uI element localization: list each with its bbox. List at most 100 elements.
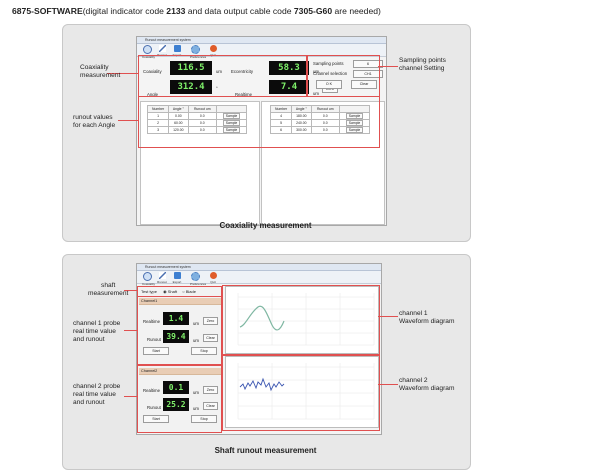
window-titlebar: Runout measurement system xyxy=(137,264,381,271)
probe-icon xyxy=(158,272,166,279)
ch1-clear-button[interactable]: Clear xyxy=(203,334,218,342)
annotation-line xyxy=(378,316,398,317)
channel-selection-label: Channel selection xyxy=(313,71,348,76)
table-row: 5 240.00 0.0 Sample xyxy=(269,119,370,127)
shaft-radio[interactable]: ◉ Shaft xyxy=(163,289,178,294)
realtime-label: Realtime xyxy=(235,92,252,97)
unit-label: um xyxy=(193,406,199,411)
ch2-zero-button[interactable]: Zero xyxy=(203,386,218,394)
software-code: 6875-SOFTWARE xyxy=(12,6,83,16)
radio-label: Blade xyxy=(185,289,196,294)
toolbar-preferences-button[interactable]: Preferences xyxy=(190,45,206,59)
sample-button[interactable]: Sample xyxy=(222,127,241,133)
ch1-stop-button[interactable]: Stop xyxy=(191,347,217,355)
toolbar-label: Preferences xyxy=(190,282,207,286)
ch1-realtime-display: 1.4 xyxy=(163,312,189,325)
realtime-label: Realtime xyxy=(143,319,160,324)
window-titlebar: Runout measurement system xyxy=(137,37,386,44)
target-icon xyxy=(142,272,152,281)
ch2-clear-button[interactable]: Clear xyxy=(203,402,218,410)
highlight-channel1 xyxy=(137,296,222,365)
toolbar-label: Preferences xyxy=(190,55,207,59)
sample-button[interactable]: Sample xyxy=(345,127,364,133)
cell-runout: 0.0 xyxy=(187,126,218,134)
header-text: and data output cable code xyxy=(185,6,294,16)
header-text: are needed) xyxy=(332,6,381,16)
power-icon xyxy=(209,45,217,52)
export-icon xyxy=(173,45,181,52)
cell-angle: 120.00 xyxy=(168,126,189,134)
sampling-points-label: Sampling points xyxy=(313,61,344,66)
toolbar-preferences-button[interactable]: Preferences xyxy=(190,272,206,286)
cell-angle: 300.00 xyxy=(291,126,312,134)
ch2-start-button[interactable]: Start xyxy=(143,415,169,423)
channel1-waveform-svg xyxy=(237,293,375,346)
toolbar-export-button[interactable]: Export xyxy=(172,272,182,284)
cable-code: 7305-G60 xyxy=(293,6,333,16)
annotation-line xyxy=(378,66,398,67)
ch1-runout-display: 39.4 xyxy=(163,330,189,343)
blade-radio[interactable]: ○ Blade xyxy=(182,289,196,294)
toolbar-coaxiality-button[interactable]: Coaxiality xyxy=(142,45,156,59)
window-toolbar: Coaxiality Runout Export Preferences Qui… xyxy=(137,271,381,286)
highlight-runout-table xyxy=(138,96,380,148)
annotation-ch2-waveform: channel 2 Waveform diagram xyxy=(399,377,455,393)
toolbar-runout-button[interactable]: Runout xyxy=(157,272,167,284)
sample-button-cell: Sample xyxy=(339,126,370,134)
runout-table-right-panel: Number Angle ° Runout um 4 180.00 0.0 Sa… xyxy=(261,101,385,225)
toolbar-quit-button[interactable]: Quit xyxy=(208,272,218,284)
ch2-stop-button[interactable]: Stop xyxy=(191,415,217,423)
table-row: 3 120.00 0.0 Sample xyxy=(146,126,247,134)
annotation-line xyxy=(378,384,398,385)
highlight-ch1-waveform xyxy=(222,285,380,355)
ch1-start-button[interactable]: Start xyxy=(143,347,169,355)
test-type-label: Test type xyxy=(141,289,158,294)
ch2-runout-display: 25.2 xyxy=(163,398,189,411)
realtime-display: 7.4 xyxy=(269,80,309,94)
annotation-line xyxy=(107,73,138,74)
toolbar-label: Quit xyxy=(210,280,216,284)
annotation-ch1-probe: channel 1 probe real time value and runo… xyxy=(73,320,121,344)
caption-coaxiality: Coaxiality measurement xyxy=(219,221,312,230)
sample-button[interactable]: Sample xyxy=(345,113,364,119)
unit-label: um xyxy=(313,69,319,74)
annotation-ch2-probe: channel 2 probe real time value and runo… xyxy=(73,383,121,407)
sample-button[interactable]: Sample xyxy=(222,113,241,119)
annotation-runout-values: runout values for each Angle xyxy=(73,114,116,130)
toolbar-coaxiality-button[interactable]: Coaxiality xyxy=(142,272,156,286)
sample-button[interactable]: Sample xyxy=(345,120,364,126)
annotation-sampling: Sampling points channel Setting xyxy=(399,57,446,73)
eccentricity-display: 58.3 xyxy=(269,61,309,75)
degree-unit: ° xyxy=(216,86,218,91)
annotation-coaxiality: Coaxiality measurement xyxy=(80,64,121,80)
channel-select[interactable]: CH1 xyxy=(353,70,383,78)
sample-button-cell: Sample xyxy=(216,126,247,134)
caption-shaft: Shaft runout measurement xyxy=(214,446,317,455)
channel2-waveform-line xyxy=(239,377,285,392)
sampling-points-input[interactable]: 6 xyxy=(353,60,383,68)
realtime-label: Realtime xyxy=(143,388,160,393)
ch1-zero-button[interactable]: Zero xyxy=(203,317,218,325)
sample-button[interactable]: Sample xyxy=(222,120,241,126)
probe-icon xyxy=(158,45,166,52)
table-header-row: Number Angle ° Runout um xyxy=(269,105,370,113)
annotation-line xyxy=(124,290,137,291)
cell-runout: 0.0 xyxy=(310,126,341,134)
runout-label: Runout xyxy=(147,405,161,410)
page-header: 6875-SOFTWARE(digital indicator code 213… xyxy=(12,6,381,16)
ok-button[interactable]: O K xyxy=(316,80,342,89)
ch2-realtime-display: 0.1 xyxy=(163,381,189,394)
gear-icon xyxy=(190,45,200,54)
export-icon xyxy=(173,272,181,279)
clear-button[interactable]: Clear xyxy=(351,80,377,89)
unit-label: um xyxy=(313,91,319,96)
highlight-channel2 xyxy=(137,365,222,433)
runout-label: Runout xyxy=(147,337,161,342)
eccentricity-label: Eccentricity xyxy=(231,69,253,74)
unit-label: um xyxy=(193,338,199,343)
toolbar-label: Coaxiality xyxy=(142,55,156,59)
unit-label: um xyxy=(193,390,199,395)
radio-label: Shaft xyxy=(167,289,178,294)
highlight-ch2-waveform xyxy=(222,355,380,431)
toolbar-label: Coaxiality xyxy=(142,282,156,286)
